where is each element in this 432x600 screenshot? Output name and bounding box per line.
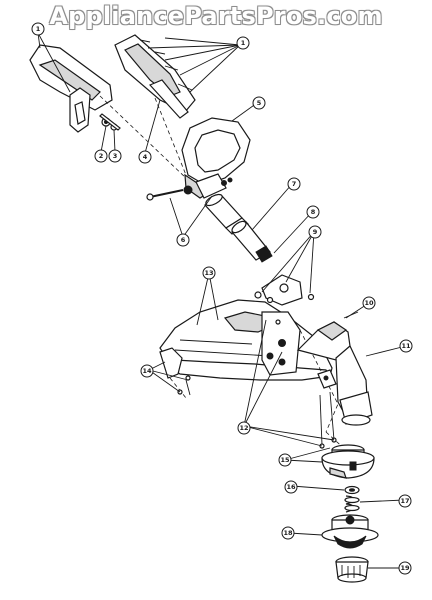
screw-set-part (99, 113, 121, 131)
assist-handle-part (181, 117, 251, 199)
callout-18: 18 (281, 526, 295, 540)
gearbox-part (296, 311, 373, 426)
guard-shield-part (159, 299, 333, 381)
svg-text:17: 17 (400, 497, 409, 505)
svg-text:16: 16 (286, 483, 296, 491)
callout-11: 11 (399, 339, 413, 353)
svg-text:12: 12 (239, 424, 248, 432)
callout-10: 10 (362, 296, 376, 310)
spring-part (344, 495, 360, 513)
svg-text:18: 18 (283, 529, 293, 537)
washer-part (344, 485, 360, 495)
callout-14: 14 (140, 364, 154, 378)
callout-9: 9 (308, 225, 322, 239)
callout-5: 5 (252, 96, 266, 110)
svg-text:19: 19 (400, 564, 410, 572)
svg-text:8: 8 (311, 208, 316, 216)
callout-4: 4 (138, 150, 152, 164)
callout-7: 7 (287, 177, 301, 191)
handle-housing-part (29, 44, 113, 133)
svg-text:7: 7 (292, 180, 297, 188)
svg-text:13: 13 (204, 269, 213, 277)
svg-text:9: 9 (313, 228, 318, 236)
callout-19: 19 (398, 561, 412, 575)
callout-13: 13 (202, 266, 216, 280)
svg-text:4: 4 (143, 153, 148, 161)
drive-cable-part (231, 220, 273, 263)
guard-bracket-part (261, 311, 339, 433)
watermark-text: AppliancePartsPros.com (49, 2, 383, 30)
callout-17: 17 (398, 494, 412, 508)
spool-part (321, 514, 379, 549)
trimmer-head-housing-part (321, 444, 375, 479)
callout-3: 3 (108, 149, 122, 163)
svg-text:11: 11 (401, 342, 411, 350)
guard-screw-part (159, 347, 191, 399)
bump-knob-part (335, 556, 369, 583)
svg-text:10: 10 (364, 299, 374, 307)
svg-text:6: 6 (181, 236, 186, 244)
callout-16: 16 (284, 480, 298, 494)
callout-12: 12 (237, 421, 251, 435)
callout-1-left: 1 (31, 22, 45, 36)
callout-8: 8 (306, 205, 320, 219)
svg-text:5: 5 (257, 99, 262, 107)
svg-text:1: 1 (36, 25, 41, 33)
callout-2: 2 (94, 149, 108, 163)
svg-text:2: 2 (99, 152, 104, 160)
bolt-part (146, 173, 233, 201)
svg-text:1: 1 (241, 39, 246, 47)
callout-1-right: 1 (236, 36, 250, 50)
handle-housing-right-part (114, 34, 196, 119)
svg-text:3: 3 (113, 152, 118, 160)
callout-6: 6 (176, 233, 190, 247)
svg-text:14: 14 (142, 367, 152, 375)
callout-15: 15 (278, 453, 292, 467)
gear-bracket-part (254, 274, 315, 306)
svg-text:15: 15 (280, 456, 290, 464)
